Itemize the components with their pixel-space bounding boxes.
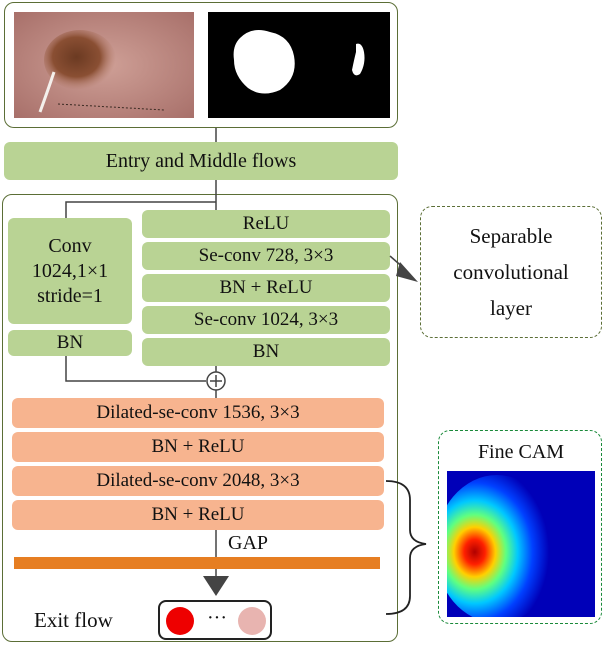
bn-block: BN xyxy=(142,338,390,366)
exit-flow-panel xyxy=(2,194,398,642)
shortcut-conv-line3: stride=1 xyxy=(37,284,103,307)
bn-label: BN xyxy=(252,341,280,362)
dilated-se-conv-2048-block: Dilated-se-conv 2048, 3×3 xyxy=(12,466,384,496)
separable-line2: convolutional xyxy=(453,260,569,284)
entry-middle-flows-block: Entry and Middle flows xyxy=(4,142,398,180)
se-conv-728-label: Se-conv 728, 3×3 xyxy=(198,245,334,266)
shortcut-bn-block: BN xyxy=(8,330,132,356)
shortcut-bn-label: BN xyxy=(56,332,84,353)
se-conv-1024-label: Se-conv 1024, 3×3 xyxy=(193,309,339,330)
segmentation-mask xyxy=(208,12,390,118)
line-shortcut-top xyxy=(65,201,216,218)
shortcut-conv-line2: 1024,1×1 xyxy=(31,259,109,282)
line-shortcut-bottom xyxy=(65,356,206,382)
output-ellipsis: ··· xyxy=(207,607,227,629)
bn-relu-label-2: BN + ReLU xyxy=(151,436,245,457)
shortcut-conv-line1: Conv xyxy=(48,234,92,257)
shortcut-conv-block: Conv 1024,1×1 stride=1 xyxy=(8,218,132,324)
output-node-pink xyxy=(238,607,266,635)
separable-line3: layer xyxy=(490,296,532,320)
bn-relu-block-1: BN + ReLU xyxy=(142,274,390,302)
se-conv-1024-block: Se-conv 1024, 3×3 xyxy=(142,306,390,334)
entry-middle-flows-label: Entry and Middle flows xyxy=(105,149,297,172)
separable-conv-box: Separable convolutional layer xyxy=(420,206,602,338)
output-vector-box: ··· xyxy=(158,600,272,640)
dilated-se-conv-1536-label: Dilated-se-conv 1536, 3×3 xyxy=(96,402,300,423)
fine-cam-box: Fine CAM xyxy=(438,430,602,624)
bn-relu-block-2: BN + ReLU xyxy=(12,432,384,462)
lesion-photo xyxy=(14,12,194,118)
input-images-panel xyxy=(4,2,398,128)
relu-block: ReLU xyxy=(142,210,390,238)
brace-to-cam xyxy=(385,480,427,615)
gap-bar xyxy=(14,557,380,569)
relu-label: ReLU xyxy=(242,213,290,234)
separable-line1: Separable xyxy=(469,224,553,248)
exit-flow-label: Exit flow xyxy=(34,608,113,632)
bn-relu-block-3: BN + ReLU xyxy=(12,500,384,530)
arrow-to-exit xyxy=(203,576,229,596)
fine-cam-heatmap xyxy=(447,471,595,617)
arrow-to-separable xyxy=(396,262,418,282)
bn-relu-label-1: BN + ReLU xyxy=(219,277,313,298)
dilated-se-conv-1536-block: Dilated-se-conv 1536, 3×3 xyxy=(12,398,384,428)
dilated-se-conv-2048-label: Dilated-se-conv 2048, 3×3 xyxy=(96,470,300,491)
gap-label: GAP xyxy=(228,532,269,554)
output-node-red xyxy=(166,607,194,635)
se-conv-728-block: Se-conv 728, 3×3 xyxy=(142,242,390,270)
fine-cam-label: Fine CAM xyxy=(477,441,565,463)
bn-relu-label-3: BN + ReLU xyxy=(151,504,245,525)
